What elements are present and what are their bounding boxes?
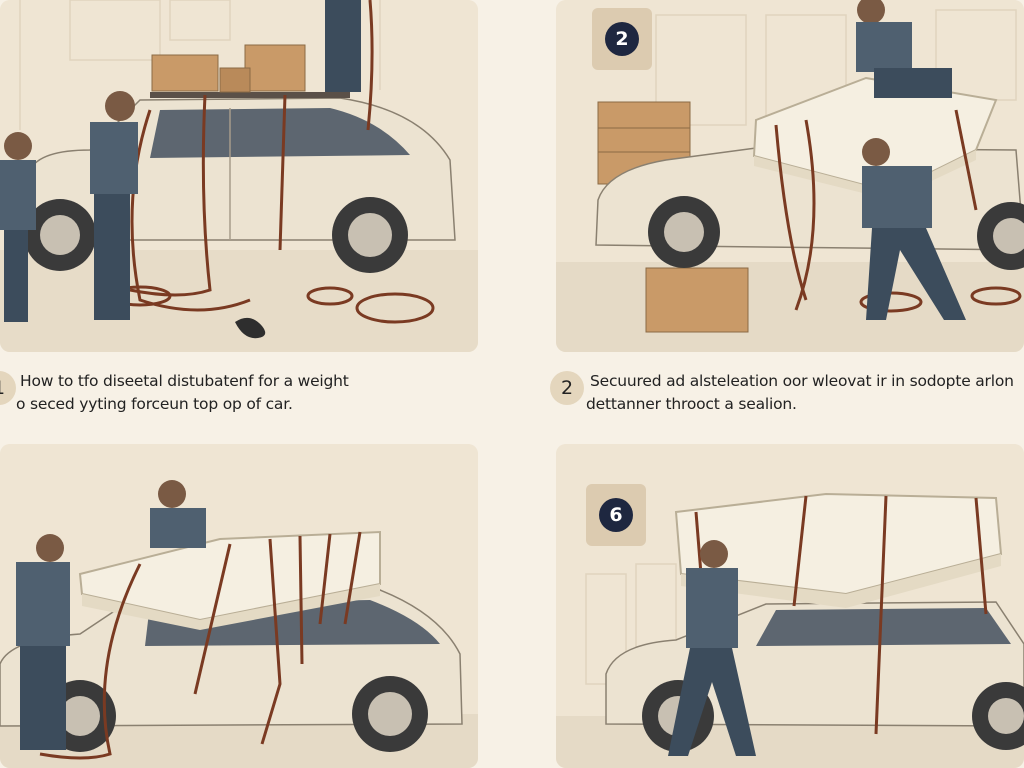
caption-line: How to tfo diseetal distubatenf for a we…	[20, 372, 349, 390]
caption-line: Secuured ad alsteleation oor wleovat ir …	[590, 372, 1014, 390]
mattress	[674, 492, 1003, 608]
person-left	[0, 132, 36, 322]
scene-tying-rope	[0, 0, 478, 352]
cardboard-boxes	[151, 44, 306, 93]
rope	[39, 531, 362, 760]
person-on-roof	[325, 0, 361, 92]
caption-number-badge: 2	[550, 371, 584, 405]
scene-mattress-secured	[556, 444, 1024, 768]
person-on-top	[856, 0, 952, 98]
strap-buckle	[235, 317, 266, 339]
illustration-panel-1	[0, 0, 478, 352]
step-badge: 6	[586, 484, 646, 546]
caption-line: o seced yyting forceun top op of car.	[16, 395, 293, 413]
caption-line: dettanner throoct a sealion.	[586, 395, 797, 413]
step-number: 2	[605, 22, 639, 56]
person-middle	[90, 91, 138, 320]
cardboard-boxes	[597, 101, 749, 333]
person-walking	[668, 540, 756, 756]
caption-number-badge: 1	[0, 371, 16, 405]
person-pushing	[862, 138, 966, 320]
caption-step-2: Secuured ad alsteleation oor wleovat ir …	[548, 370, 1024, 416]
step-number: 6	[599, 498, 633, 532]
person-tying	[150, 480, 206, 548]
rope	[694, 495, 988, 735]
person-front	[16, 534, 70, 750]
illustration-panel-2: 2	[556, 0, 1024, 352]
scene-securing-straps	[0, 444, 478, 768]
step-badge: 2	[592, 8, 652, 70]
illustration-panel-4: 6	[556, 444, 1024, 768]
illustration-panel-3	[0, 444, 478, 768]
caption-step-1: How to tfo diseetal distubatenf for a we…	[0, 370, 520, 416]
mattress	[78, 530, 381, 630]
